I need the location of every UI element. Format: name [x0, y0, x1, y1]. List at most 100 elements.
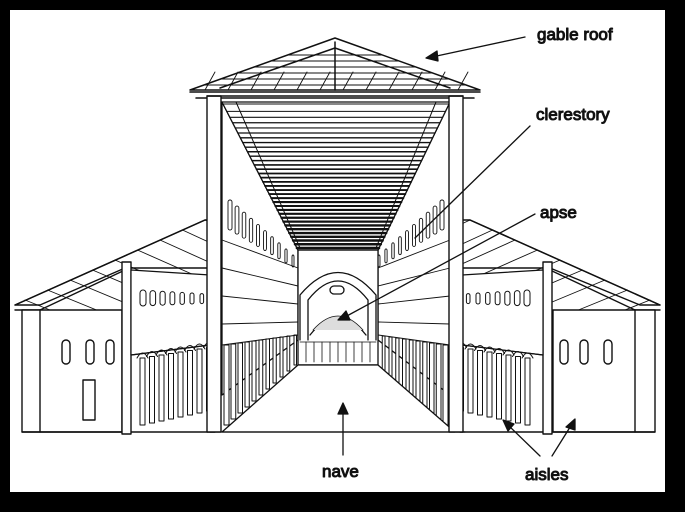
truss-member: [227, 71, 239, 91]
arcade-column: [515, 356, 521, 424]
nave-column: [422, 341, 428, 408]
arcade-column: [187, 350, 193, 416]
clerestory-window: [291, 254, 295, 268]
right-aisle-windows: [465, 289, 531, 307]
nave-column: [395, 337, 400, 384]
truss-member: [457, 71, 469, 91]
ceiling-rail: [375, 101, 437, 249]
aisle-window: [159, 290, 166, 306]
nave-column: [272, 337, 277, 384]
nave-column: [230, 343, 237, 420]
truss-member: [319, 71, 331, 91]
arcade-column: [177, 351, 184, 418]
truss-member: [434, 71, 446, 91]
clerestory-window: [398, 236, 402, 256]
wall-band: [221, 295, 299, 305]
truss-member: [342, 71, 354, 91]
entablature: [377, 334, 451, 346]
arcade-column: [139, 357, 146, 426]
aisle-window: [504, 290, 511, 306]
arcade-column: [168, 353, 174, 420]
truss-member: [204, 71, 216, 91]
label-aisles: aisles: [525, 465, 568, 484]
right-nave-colonnade: [375, 334, 451, 426]
arcade-arch: [146, 351, 158, 357]
arcade-arch: [464, 343, 477, 350]
truss-member: [411, 71, 423, 91]
aisle-window: [465, 293, 471, 305]
arcade-column: [496, 353, 502, 420]
left-aisle-arcade: [136, 342, 215, 426]
arcade-arch: [155, 349, 168, 356]
arcade-column: [158, 354, 165, 422]
nave-column: [435, 343, 442, 420]
nave-column: [388, 336, 393, 378]
left-outer-wall: [21, 309, 216, 433]
wall-band: [377, 321, 451, 325]
arcade-column: [467, 348, 474, 414]
arcade-arch: [136, 352, 149, 359]
right-aisle-arcade: [455, 342, 534, 426]
arcade-arch: [493, 348, 505, 354]
clerestory-window: [277, 242, 281, 260]
label-clerestory: clerestory: [536, 105, 610, 124]
left-inner-aisle-wall: [130, 269, 211, 356]
nave-column: [293, 334, 297, 366]
nave-column: [265, 338, 270, 390]
clerestory-window: [255, 223, 261, 247]
arcade-column: [505, 354, 512, 422]
nave-column: [237, 342, 243, 414]
left-clerestory-windows: [221, 199, 299, 325]
label-nave: nave: [322, 462, 359, 481]
nave-column: [244, 341, 250, 408]
clerestory-window: [391, 242, 395, 260]
nave-column: [442, 344, 449, 426]
wall-band: [221, 267, 299, 287]
clerestory-window: [270, 236, 274, 256]
truss-member: [250, 71, 262, 91]
arcade-arch: [193, 343, 206, 350]
aisle-window: [523, 289, 531, 307]
ceiling-beams: [222, 101, 450, 250]
nave-column: [402, 338, 407, 390]
label-gable-roof: gable roof: [537, 25, 613, 44]
clerestory-window: [405, 230, 409, 252]
label-apse: apse: [540, 203, 577, 222]
right-inner-aisle-wall: [461, 269, 544, 356]
wall-band: [221, 239, 299, 269]
leader-lines: [337, 36, 576, 457]
nave-front-pillars: [206, 95, 464, 433]
clerestory-window: [227, 199, 233, 231]
left-aisle-windows: [139, 289, 205, 307]
truss-member: [388, 71, 400, 91]
arcade-arch: [512, 351, 524, 357]
entablature: [221, 334, 299, 346]
nave-column: [381, 335, 386, 372]
aisle-window: [189, 292, 195, 305]
gable-roof: [189, 37, 481, 99]
aisle-window: [485, 291, 491, 305]
roof-truss-hatch: [203, 54, 469, 91]
truss-member: [273, 71, 285, 91]
arcade-arch: [174, 346, 187, 353]
wall-band: [377, 295, 451, 305]
clerestory-window: [234, 205, 240, 235]
arcade-column: [477, 350, 483, 416]
arcade-column: [524, 357, 531, 426]
aisle-window: [494, 291, 501, 306]
aisle-window: [199, 293, 205, 305]
wall-band: [221, 321, 299, 325]
arcade-arch: [165, 348, 177, 354]
apse-colonnade: [299, 341, 377, 363]
wall-band: [377, 267, 451, 287]
truss-member: [365, 71, 377, 91]
nave-column: [279, 336, 284, 378]
nave-column: [429, 342, 435, 414]
arcade-arch: [521, 352, 534, 359]
clerestory-window: [263, 230, 267, 252]
nave-column: [258, 339, 264, 396]
clerestory-window: [411, 223, 417, 247]
right-clerestory-windows: [377, 199, 451, 325]
right-outer-wall: [459, 309, 656, 433]
